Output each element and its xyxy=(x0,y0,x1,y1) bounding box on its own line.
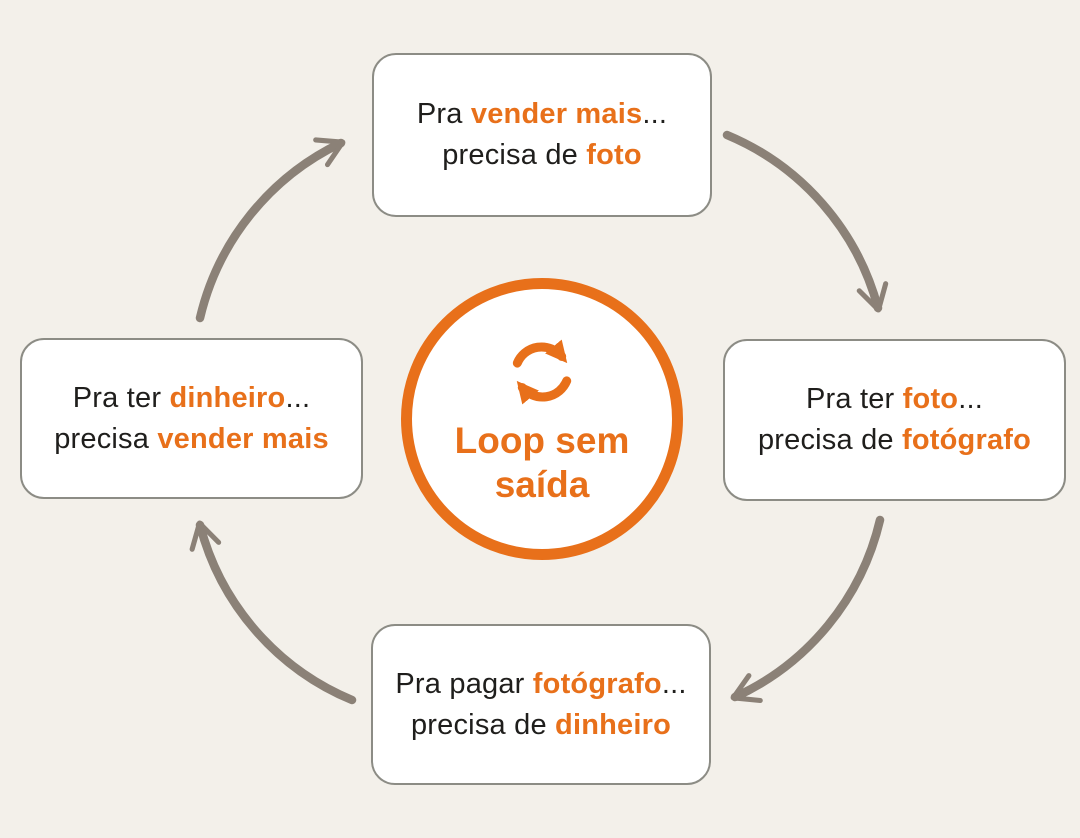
node-text-line: precisa de dinheiro xyxy=(410,708,672,741)
node-text-line: Pra vender mais... xyxy=(416,98,668,130)
center-loop-badge: Loop sem saída xyxy=(401,278,683,560)
center-label-line-1: Loop sem xyxy=(454,420,630,461)
node-text-line: precisa vender mais xyxy=(54,422,329,455)
node-text-line: precisa de foto xyxy=(442,139,642,171)
node-text-line: Pra ter dinheiro... xyxy=(72,381,311,414)
node-text-line: Pra pagar fotógrafo... xyxy=(395,667,687,700)
sync-refresh-icon xyxy=(512,339,572,405)
arrow-left-to-top xyxy=(195,137,346,323)
node-vender-mais-foto: Pra vender mais... precisa de foto xyxy=(372,53,712,217)
node-fotografo-dinheiro: Pra pagar fotógrafo... precisa de dinheir… xyxy=(371,624,711,785)
center-label: Loop sem saída xyxy=(455,419,630,507)
arrow-top-to-right xyxy=(722,130,889,313)
node-text-line: precisa de fotógrafo xyxy=(757,424,1032,456)
arrow-right-to-bottom xyxy=(730,515,885,704)
node-dinheiro-vender-mais: Pra ter dinheiro... precisa vender mais xyxy=(20,338,363,499)
node-text-line: Pra ter foto... xyxy=(805,383,983,415)
node-foto-fotografo: Pra ter foto... precisa de fotógrafo xyxy=(723,339,1066,501)
center-label-line-2: saída xyxy=(494,464,590,505)
arrow-bottom-to-left xyxy=(189,520,357,705)
